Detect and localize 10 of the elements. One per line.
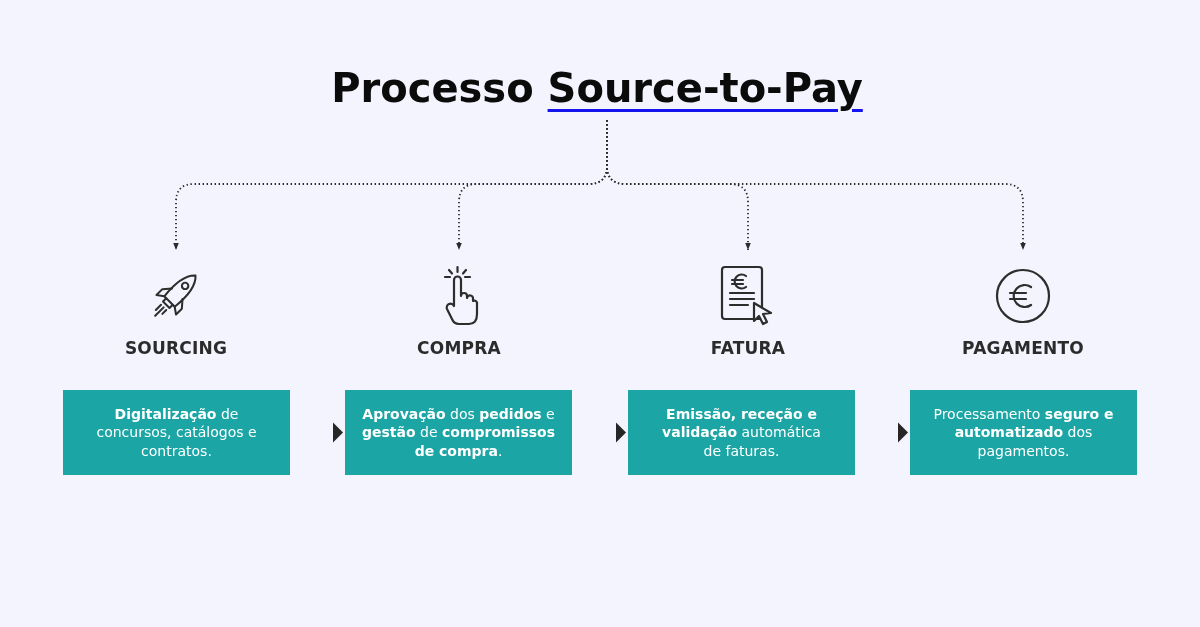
step-title: PAGAMENTO [962, 338, 1084, 358]
step-title: COMPRA [417, 338, 501, 358]
step-title: SOURCING [124, 338, 228, 358]
step-description: Processamento seguro e automatizado dos pagamentos. [932, 404, 1115, 461]
title-heading: Processo Source-to-Pay [331, 64, 863, 120]
dotted-arrow [606, 119, 1026, 251]
step-title: FATURA [710, 338, 786, 358]
step-description: Aprovação dos pedidos e gestão de compromissos de compra. [360, 404, 557, 461]
step-description: Digitalização de concursos, catálogos e contratos. [95, 404, 258, 461]
step-description: Emissão, receção e validação automática de faturas. [661, 404, 822, 461]
